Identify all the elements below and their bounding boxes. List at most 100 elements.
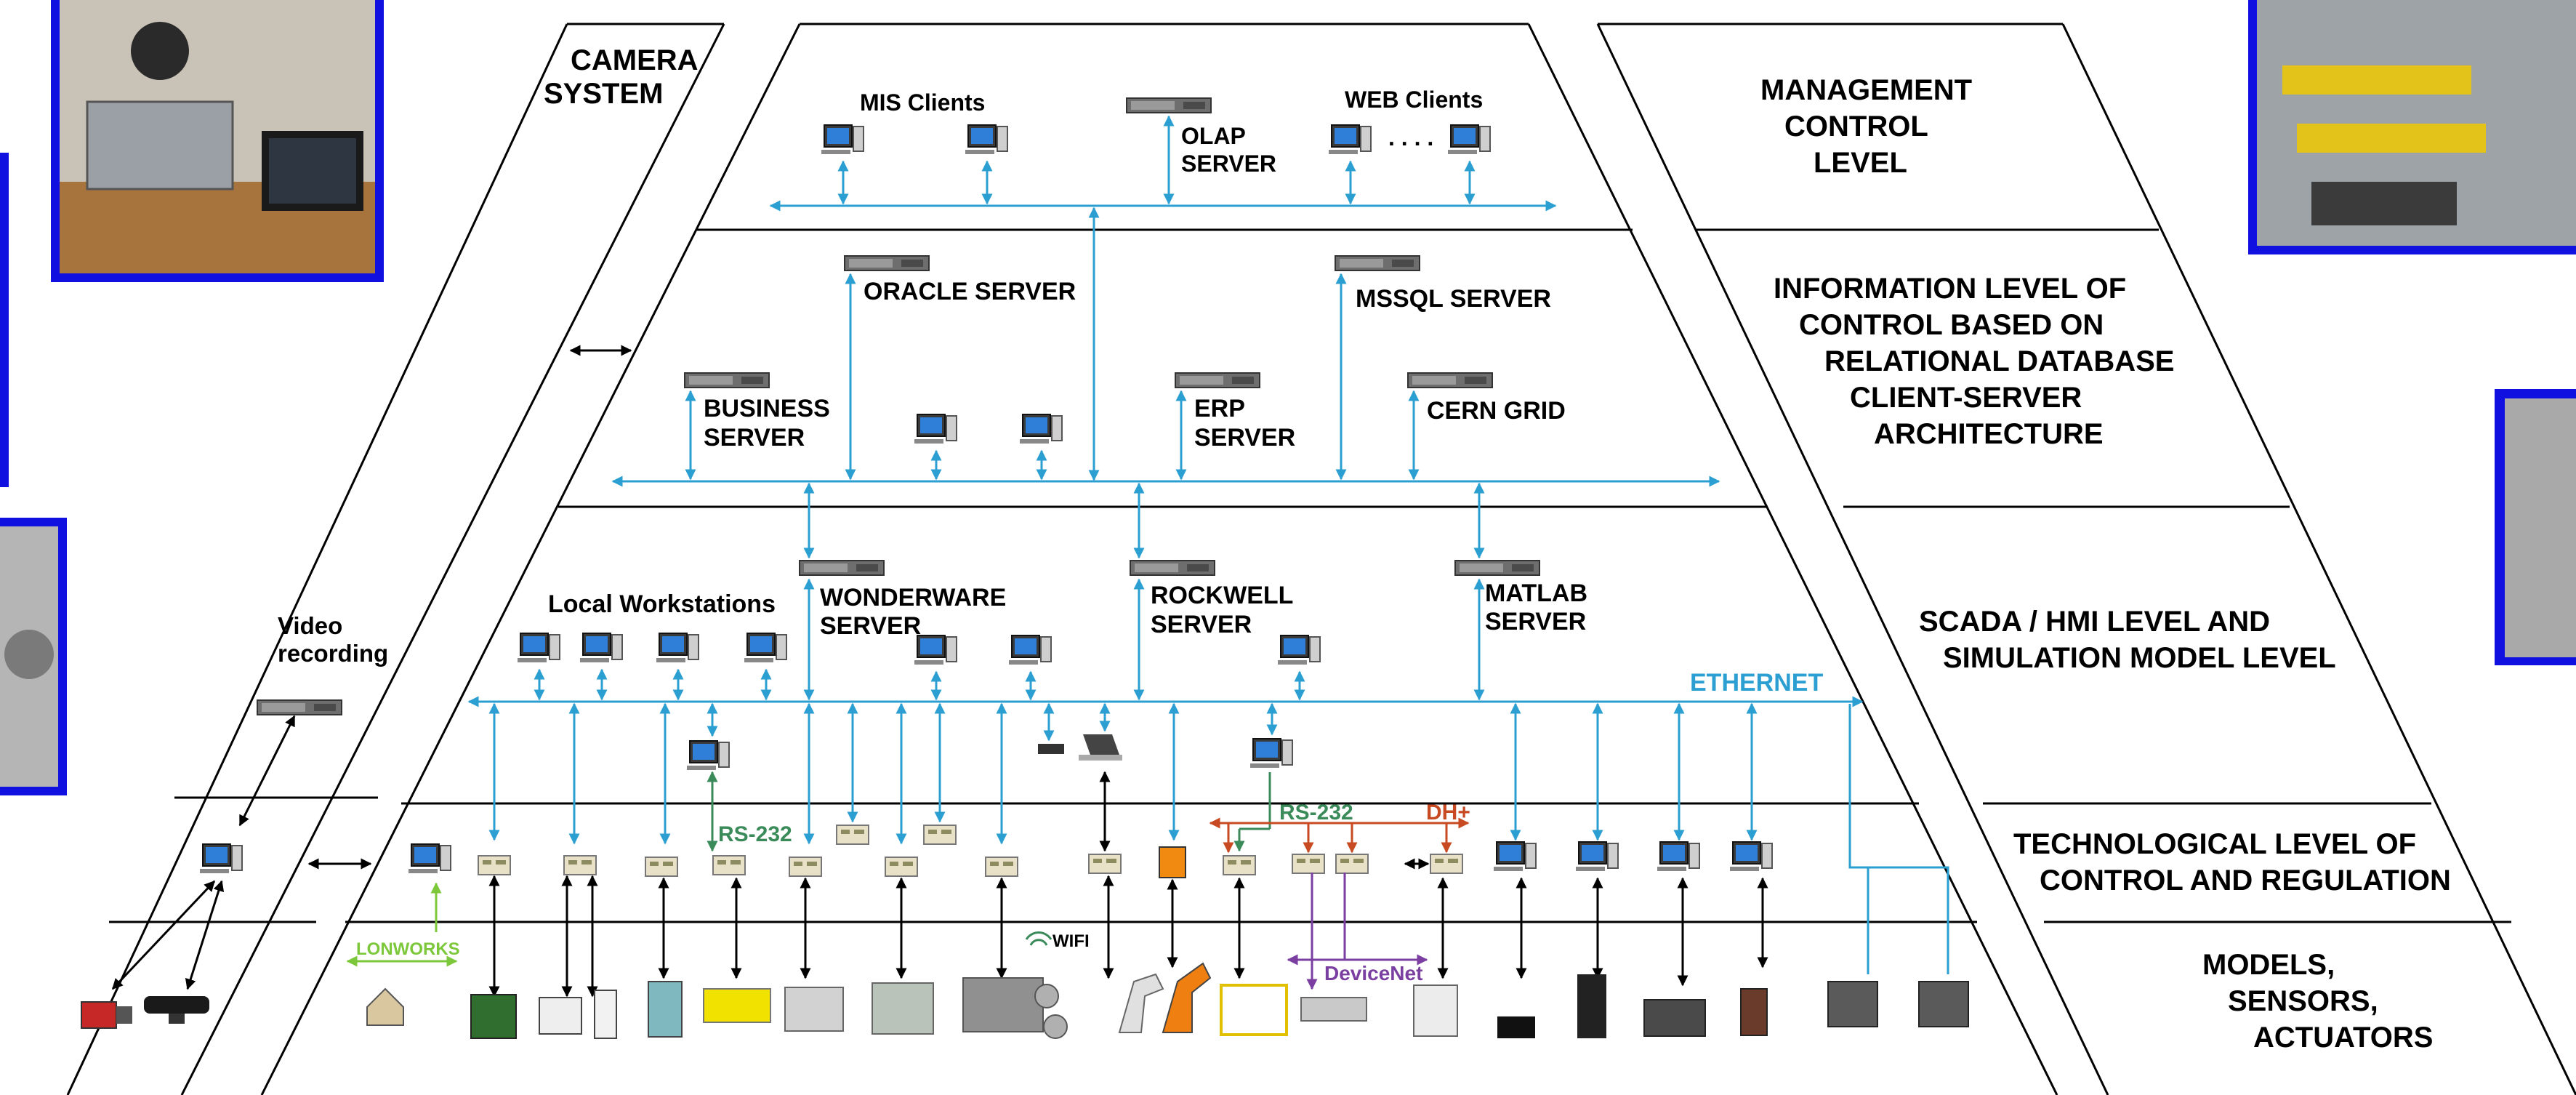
level-information-line-2: CONTROL BASED ON [1799, 309, 2104, 341]
erp-server-label-1: ERP [1194, 395, 1245, 422]
industrial-robot-orange-icon [1163, 963, 1210, 1032]
mssql-server-icon [1335, 256, 1420, 270]
laptop-icon [1079, 734, 1122, 761]
hmi-panel-icon [924, 825, 956, 844]
level-information-line-4: CLIENT-SERVER [1850, 382, 2082, 414]
level-models-line-1: MODELS, [2202, 949, 2335, 981]
plc-controller-icon [478, 856, 510, 875]
photo-machine-right [2495, 389, 2576, 665]
wonderware-server-label-1: WONDERWARE [820, 584, 1006, 611]
cern-grid-label: CERN GRID [1427, 397, 1566, 425]
plc-controller-icon [789, 857, 821, 876]
level-scada-line-1: SCADA / HMI LEVEL AND [1919, 606, 2270, 638]
wifi-label: WIFI [1052, 931, 1090, 951]
matlab-server-icon [1455, 561, 1539, 575]
photo-robot-gripper [0, 518, 67, 795]
robot-cell-icon [1221, 985, 1287, 1035]
hmi-panel-icon [837, 825, 869, 844]
plc-controller-icon [564, 856, 596, 875]
matlab-server-label-1: MATLAB [1485, 579, 1587, 607]
pneumatic-model-icon [1301, 998, 1367, 1021]
plc-controller-icon [713, 856, 745, 875]
workstation-pc-icon [1009, 635, 1051, 665]
camera-system-title-1: CAMERA [571, 44, 699, 76]
dh-plus-label: DH+ [1426, 801, 1470, 825]
mobile-robot-icon [1044, 1015, 1067, 1038]
level-information-line-5: ARCHITECTURE [1874, 418, 2104, 450]
ethernet-label: ETHERNET [1690, 669, 1823, 697]
plc-controller-icon [1292, 854, 1324, 873]
rockwell-server-label-1: ROCKWELL [1151, 582, 1293, 609]
industrial-robot-white-icon [1119, 974, 1163, 1032]
tech-pc-icon [1730, 842, 1772, 871]
tech-pc-icon [1494, 842, 1536, 871]
olap-server-label-2: SERVER [1181, 151, 1276, 177]
manipulator-model-icon [785, 987, 843, 1031]
erp-server-label-2: SERVER [1194, 424, 1295, 452]
assembly-line-icon [963, 978, 1043, 1032]
process-panel-icon [1414, 985, 1457, 1036]
web-client-pc-icon [1329, 125, 1371, 154]
local-workstation-pc-icon [744, 633, 786, 662]
router-icon [1038, 744, 1064, 754]
level-models-line-3: ACTUATORS [2253, 1022, 2433, 1054]
information-pc-icon [1020, 414, 1062, 444]
web-clients-label: WEB Clients [1345, 87, 1483, 113]
mis-client-pc-icon [965, 125, 1007, 154]
photo-conveyor-system [2248, 0, 2576, 254]
plc-controller-icon [1430, 854, 1462, 873]
inverter-icon [1159, 847, 1186, 878]
level-technological-line-1: TECHNOLOGICAL LEVEL OF [2013, 828, 2416, 860]
level-management-line-2: CONTROL [1784, 111, 1928, 143]
rockwell-server-icon [1130, 561, 1215, 575]
olap-server-label-1: OLAP [1181, 123, 1246, 149]
local-workstations-label: Local Workstations [548, 590, 776, 618]
web-clients-ellipsis: . . . . [1388, 124, 1433, 151]
camera-links [113, 350, 631, 989]
level-management-line-1: MANAGEMENT [1760, 74, 1972, 106]
plc-controller-icon [1336, 854, 1368, 873]
level-information-line-3: RELATIONAL DATABASE [1824, 345, 2174, 377]
wonderware-server-icon [800, 561, 884, 575]
smart-house-model-icon [367, 989, 403, 1025]
wonderware-server-label-2: SERVER [820, 612, 921, 640]
workstation-pc-icon [1250, 739, 1292, 768]
instrument-case-icon [1919, 982, 1968, 1027]
plc-controller-icon [885, 857, 917, 876]
traffic-board-icon [471, 995, 516, 1038]
tripod-sensor-icon [1577, 974, 1606, 1038]
video-recording-server-icon [257, 700, 342, 715]
devicenet-label: DeviceNet [1324, 962, 1422, 984]
local-workstation-pc-icon [518, 633, 560, 662]
camera-device-icon [1497, 1016, 1535, 1038]
mobile-robot-icon [1035, 984, 1058, 1008]
cern-grid-server-icon [1408, 373, 1492, 388]
mis-client-pc-icon [821, 125, 864, 154]
sensor-panel-icon [595, 990, 616, 1038]
camera-pc-icon [200, 844, 242, 873]
oracle-server-icon [845, 256, 929, 270]
dh-plus-links [1210, 823, 1468, 852]
video-recording-label-2: recording [278, 640, 388, 667]
lonworks-label: LONWORKS [356, 939, 460, 959]
business-server-label-1: BUSINESS [704, 395, 830, 422]
pyramid-outline [262, 24, 2057, 1095]
tech-pc-icon [1657, 842, 1699, 871]
device-row [367, 963, 1968, 1038]
level-information-line-1: INFORMATION LEVEL OF [1774, 273, 2126, 305]
oracle-server-label: ORACLE SERVER [864, 278, 1076, 305]
device-links [494, 772, 1763, 996]
instrument-case-icon [1828, 982, 1877, 1027]
workstation-pc-icon [914, 635, 957, 665]
plc-controller-icon [986, 857, 1018, 876]
scanner-device-icon [1644, 1000, 1705, 1036]
local-workstation-pc-icon [580, 633, 622, 662]
rs232-right-label: RS-232 [1279, 801, 1353, 825]
mssql-server-label: MSSQL SERVER [1356, 285, 1551, 313]
business-server-label-2: SERVER [704, 424, 805, 452]
photo-lab-station [51, 0, 384, 282]
plc-controller-icon [645, 857, 677, 876]
hydraulic-model-icon [648, 982, 682, 1037]
level-technological-line-2: CONTROL AND REGULATION [2040, 865, 2451, 897]
